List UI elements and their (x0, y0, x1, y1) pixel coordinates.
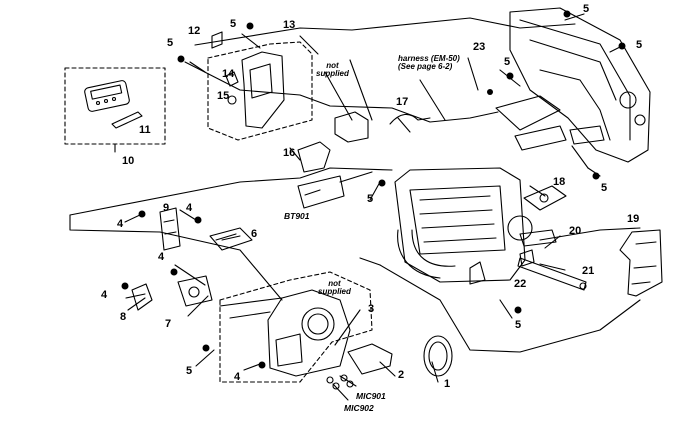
callout-5f: 5 (601, 182, 608, 194)
callout-4b: 4 (186, 202, 193, 214)
callout-6: 6 (251, 228, 258, 240)
part-18-drawing (523, 185, 567, 211)
harness-boundary-low (69, 214, 283, 301)
top-right-assembly-drawing (495, 7, 651, 163)
harness-boundary-mid (184, 61, 499, 123)
callout-9: 9 (163, 202, 170, 214)
bt901-label: BT901 (284, 211, 310, 221)
callout-16: 16 (283, 147, 296, 159)
callout-5i: 5 (515, 319, 522, 331)
callout-2: 2 (398, 369, 405, 381)
callout-18: 18 (553, 176, 566, 188)
callout-4a: 4 (117, 218, 124, 230)
callout-5b: 5 (230, 18, 237, 30)
flex-parts-drawing (297, 111, 431, 209)
part-21-drawing (517, 257, 587, 291)
callout-5a: 5 (167, 37, 174, 49)
callout-3: 3 (368, 303, 375, 315)
part-22-drawing (519, 249, 535, 267)
callout-5h: 5 (186, 365, 193, 377)
harness-boundary-left (69, 167, 393, 216)
callout-4c: 4 (158, 251, 165, 263)
callout-5g: 5 (367, 193, 374, 205)
not-supplied-note-bottom: not supplied (318, 279, 351, 297)
harness-boundary-top (194, 17, 576, 46)
callout-5e: 5 (504, 56, 511, 68)
mic901-label: MIC901 (356, 391, 386, 401)
top-bracket-group-box (207, 41, 313, 141)
callout-1: 1 (444, 378, 451, 390)
mic902-label: MIC902 (344, 403, 374, 413)
callout-4e: 4 (234, 371, 241, 383)
part-1-lens-cap (423, 335, 453, 377)
not-supplied-note-top: not supplied (316, 61, 349, 79)
callout-15: 15 (217, 90, 230, 102)
harness-boundary-right (379, 264, 641, 353)
part-19-drawing (619, 229, 663, 297)
callout-19: 19 (627, 213, 640, 225)
part-20-drawing (519, 229, 557, 247)
callout-8: 8 (120, 311, 127, 323)
callout-12: 12 (188, 25, 201, 37)
screw-symbols (121, 10, 626, 369)
part-2-drawing (347, 343, 393, 375)
remote-control-drawing (84, 80, 143, 129)
camera-body-drawing (394, 167, 533, 285)
callout-4d: 4 (101, 289, 108, 301)
callout-5d: 5 (636, 39, 643, 51)
callout-7: 7 (165, 318, 172, 330)
callout-21: 21 (582, 265, 595, 277)
left-parts-drawing (131, 207, 253, 311)
callout-23: 23 (473, 41, 486, 53)
lens-block-drawing (219, 289, 351, 377)
callout-10: 10 (122, 155, 135, 167)
callout-11: 11 (139, 124, 151, 136)
harness-note: harness (EM-50) (See page 6-2) (398, 54, 460, 72)
lens-block-group-box (219, 271, 373, 383)
callout-14: 14 (222, 68, 235, 80)
callout-20: 20 (569, 225, 582, 237)
callout-22: 22 (514, 278, 527, 290)
callout-5c: 5 (583, 3, 590, 15)
callout-17: 17 (396, 96, 409, 108)
top-bracket-drawing (211, 31, 285, 129)
callout-13: 13 (283, 19, 296, 31)
